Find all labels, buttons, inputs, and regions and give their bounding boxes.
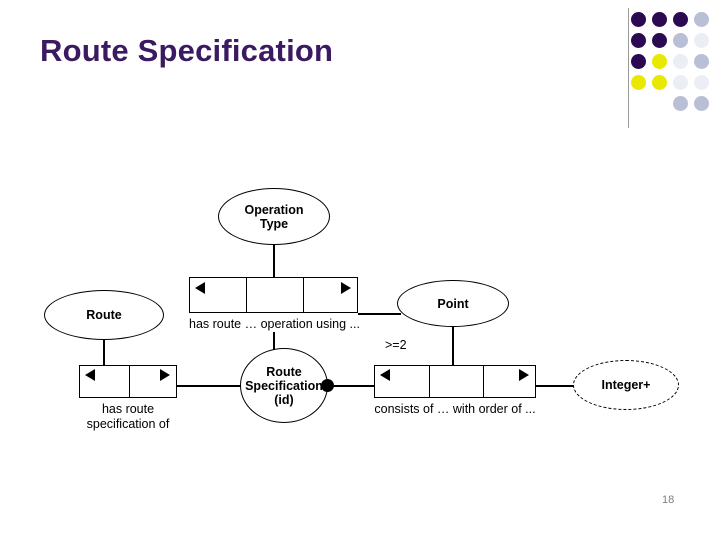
decor-dot (694, 33, 709, 48)
dot-grid-decoration (631, 12, 715, 120)
fact-cell-separator (303, 278, 304, 312)
decor-dot (694, 75, 709, 90)
entity-route-label: Route (86, 308, 122, 322)
entity-operation-type[interactable]: Operation Type (218, 188, 330, 245)
connector-hasroutespec-to-routespec (177, 385, 241, 387)
entity-point-label: Point (437, 296, 469, 311)
decor-dot (631, 75, 646, 90)
entity-integer-plus-label: Integer+ (601, 378, 651, 392)
connector-operation-type-to-fact (273, 245, 275, 277)
connector-route-to-fact (103, 340, 105, 365)
page-number: 18 (662, 494, 675, 506)
fact-cell-separator (246, 278, 247, 312)
decor-dot (652, 54, 667, 69)
fact-role-arrow-right (160, 369, 170, 381)
decor-dot (673, 54, 688, 69)
entity-integer-plus[interactable]: Integer+ (573, 360, 679, 410)
fact-consists-of-reading: consists of … with order of ... (374, 402, 536, 416)
connector-consists-to-integer (536, 385, 574, 387)
fact-role-arrow-right (519, 369, 529, 381)
decor-dot (673, 12, 688, 27)
fact-consists-of[interactable] (374, 365, 536, 398)
connector-routespec-to-consists-fact (327, 385, 374, 387)
entity-route[interactable]: Route (44, 290, 164, 340)
decor-dot (631, 33, 646, 48)
fact-route-operation[interactable] (189, 277, 358, 313)
orm-diagram: Operation Type Route Point Route Specifi… (0, 160, 720, 460)
fact-role-arrow-left (380, 369, 390, 381)
page-title: Route Specification (40, 33, 334, 68)
connector-routespec-to-operation-fact (273, 332, 275, 360)
entity-route-specification-label: Route Specification (id) (245, 364, 323, 407)
decor-dot (652, 12, 667, 27)
decor-dot (694, 54, 709, 69)
fact-role-arrow-left (85, 369, 95, 381)
connector-fact-to-point (358, 313, 401, 315)
mandatory-role-dot (321, 379, 334, 392)
fact-role-arrow-left (195, 282, 205, 294)
decor-dot (631, 54, 646, 69)
fact-role-arrow-right (341, 282, 351, 294)
decor-dot (652, 33, 667, 48)
fact-cell-separator (129, 366, 130, 397)
connector-point-to-fact (452, 327, 454, 365)
entity-operation-type-label: Operation Type (244, 202, 304, 231)
decor-dot (694, 96, 709, 111)
decor-dot (673, 96, 688, 111)
decor-dot (673, 75, 688, 90)
fact-cell-separator (483, 366, 484, 397)
decor-dot (673, 33, 688, 48)
frequency-constraint: >=2 (385, 338, 407, 352)
fact-has-route-specification-reading: has route specification of (86, 402, 170, 431)
fact-route-operation-reading: has route … operation using ... (189, 317, 360, 331)
entity-route-specification[interactable]: Route Specification (id) (240, 348, 328, 423)
decor-dot (631, 12, 646, 27)
header-divider-rule (628, 8, 629, 128)
decor-dot (694, 12, 709, 27)
decor-dot (652, 75, 667, 90)
entity-point[interactable]: Point (397, 280, 509, 327)
fact-cell-separator (429, 366, 430, 397)
